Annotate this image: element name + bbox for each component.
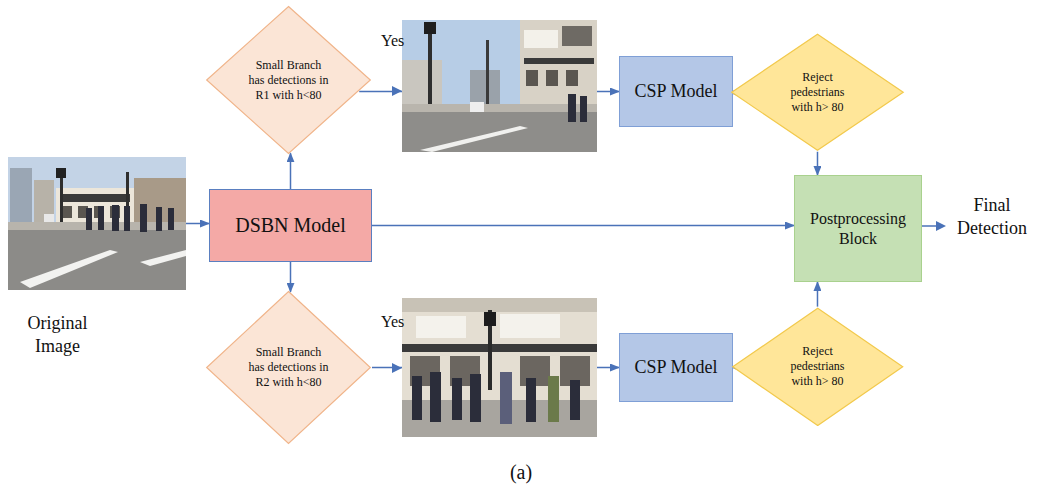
node-text: DSBN Model	[235, 213, 346, 238]
diamond-shape	[207, 292, 371, 444]
text-wrap: Postprocessing Block	[795, 176, 921, 281]
input-image: Original Image	[8, 157, 186, 290]
filter-diamond: Reject pedestrians with h> 80	[730, 33, 905, 152]
node-text: Original Image	[10, 312, 105, 357]
text-wrap: Reject pedestrians with h> 80	[731, 307, 904, 427]
node-text: Reject pedestrians with h> 80	[778, 344, 856, 389]
text-content: CSP Model	[635, 356, 718, 379]
edge-label: Yes	[381, 313, 404, 331]
text-wrap: DSBN Model	[210, 190, 371, 261]
crop-photo-r1	[402, 20, 597, 152]
flow-arrow	[186, 223, 209, 225]
node-text: CSP Model	[635, 356, 718, 379]
subfigure-label: (a)	[500, 460, 542, 485]
flow-arrow	[290, 262, 292, 292]
node-text: Small Branch has detections in R1 with h…	[248, 58, 330, 103]
node-text: CSP Model	[635, 80, 718, 103]
diamond-shape	[733, 308, 903, 425]
flow-arrow	[817, 282, 819, 307]
text-content: Reject pedestrians with h> 80	[778, 70, 856, 115]
text-wrap: Reject pedestrians with h> 80	[730, 33, 905, 152]
text-wrap: CSP Model	[620, 334, 732, 401]
street-photo	[8, 157, 186, 290]
text-wrap: CSP Model	[620, 57, 732, 126]
text-content: CSP Model	[635, 80, 718, 103]
process-box: Postprocessing Block	[794, 175, 922, 282]
decision-diamond: Small Branch has detections in R2 with h…	[205, 290, 372, 445]
model-box: DSBN Model	[209, 189, 372, 262]
text-content: Small Branch has detections in R2 with h…	[248, 345, 330, 390]
diamond-shape	[207, 7, 371, 154]
text-content: Original Image	[10, 312, 105, 357]
arrow-head	[392, 86, 402, 96]
text-content: Postprocessing Block	[803, 209, 913, 249]
output-arrow	[922, 225, 938, 227]
flow-arrow	[372, 225, 794, 227]
flow-arrow	[817, 152, 819, 175]
node-text: Postprocessing Block	[803, 209, 913, 249]
diamond-shape	[732, 34, 903, 150]
text-content: Reject pedestrians with h> 80	[778, 344, 856, 389]
text-wrap: Small Branch has detections in R1 with h…	[205, 5, 372, 155]
flow-arrow	[290, 153, 292, 189]
model-box: CSP Model	[619, 56, 733, 127]
text-wrap: Original Image	[10, 312, 105, 357]
filter-diamond: Reject pedestrians with h> 80	[731, 307, 904, 427]
arrow-head	[936, 221, 946, 231]
arrow-head	[392, 363, 402, 373]
model-box: CSP Model	[619, 333, 733, 402]
decision-diamond: Small Branch has detections in R1 with h…	[205, 5, 372, 155]
text-wrap: Small Branch has detections in R2 with h…	[205, 290, 372, 445]
output-label: Final Detection	[946, 194, 1038, 239]
text-content: DSBN Model	[235, 213, 346, 238]
node-text: Small Branch has detections in R2 with h…	[248, 345, 330, 390]
text-content: Small Branch has detections in R1 with h…	[248, 58, 330, 103]
edge-label: Yes	[381, 32, 404, 50]
crop-photo-r2	[402, 298, 597, 437]
node-text: Reject pedestrians with h> 80	[778, 70, 856, 115]
